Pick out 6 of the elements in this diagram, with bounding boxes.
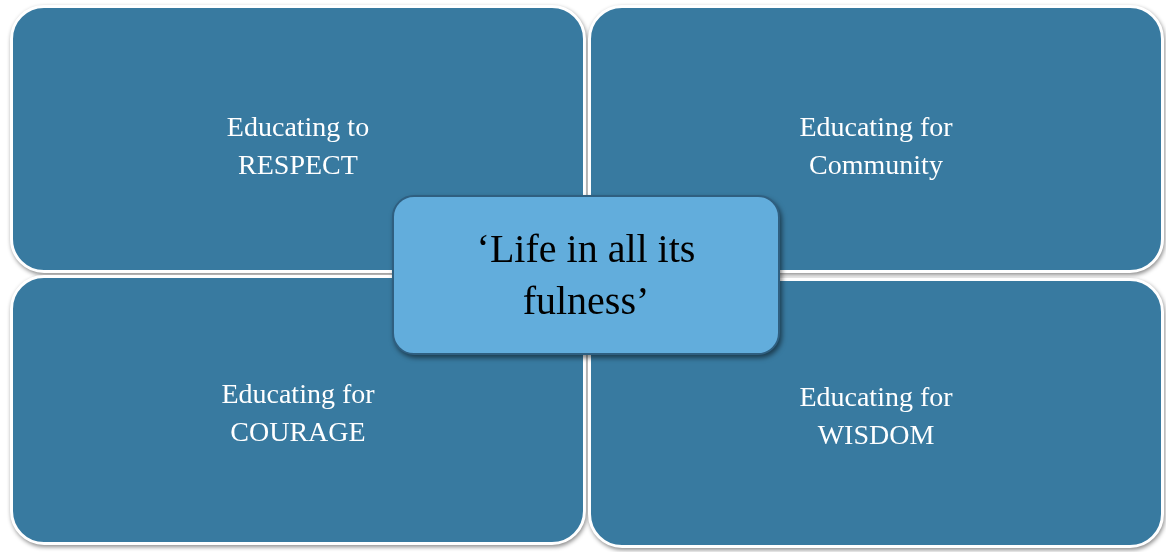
box-label: Educating for Community xyxy=(798,110,954,182)
box-label: Educating for WISDOM xyxy=(798,380,954,452)
box-label: Educating for COURAGE xyxy=(220,377,376,449)
center-label: ‘Life in all its fulness’ xyxy=(475,225,697,325)
box-label: Educating to RESPECT xyxy=(225,110,371,182)
center-box xyxy=(392,195,780,355)
